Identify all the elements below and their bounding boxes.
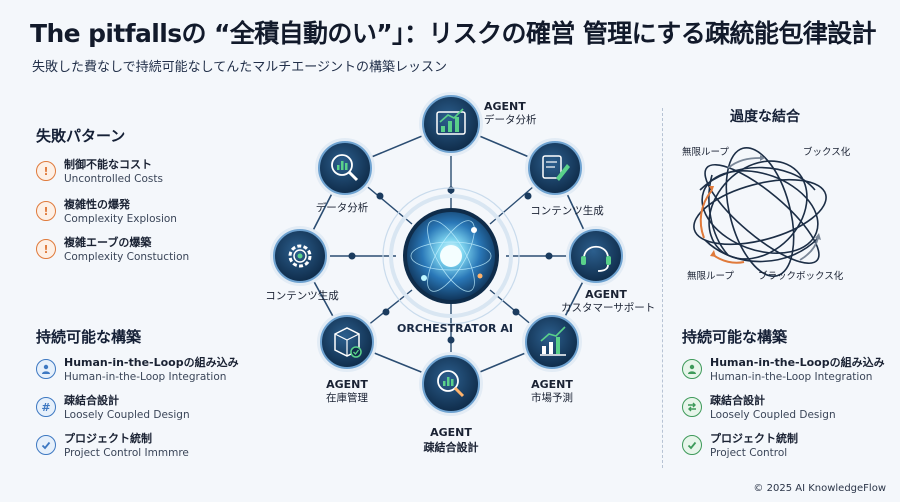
warning-icon: ! bbox=[36, 161, 56, 181]
node-top bbox=[419, 92, 483, 156]
orchestrator-label: ORCHESTRATOR AI bbox=[397, 322, 513, 335]
warning-icon: ! bbox=[36, 201, 56, 221]
failure-jp: 複雑性の爆発 bbox=[64, 198, 130, 211]
tangle-label-tr: ブックス化 bbox=[803, 147, 851, 158]
failure-item: ! 制御不能なコスト Uncontrolled Costs bbox=[36, 158, 163, 186]
sustain-jp: プロジェクト統制 bbox=[710, 432, 798, 445]
failure-item: ! 複雑性の爆発 Complexity Explosion bbox=[36, 198, 177, 226]
sustain-en: Project Control bbox=[710, 447, 788, 459]
loop-arrow-orange bbox=[699, 189, 713, 239]
coupling-title: 過度な結合 bbox=[730, 109, 800, 125]
sustain-jp: 疎結合設計 bbox=[64, 394, 119, 407]
node-upper-left bbox=[315, 138, 375, 198]
failure-en: Uncontrolled Costs bbox=[64, 173, 163, 185]
bar-chart-icon bbox=[436, 108, 466, 135]
warning-icon: ! bbox=[36, 239, 56, 259]
node-lower-left bbox=[317, 312, 377, 372]
node-label-left: コンテンツ生成 bbox=[265, 290, 339, 302]
node-left bbox=[270, 226, 330, 286]
failure-section-title: 失敗パターン bbox=[36, 127, 126, 145]
sustain-item: 疎結合設計 Loosely Coupled Design bbox=[682, 394, 836, 422]
tangle-label-bl: 無限ループ bbox=[687, 271, 734, 282]
tangle-label-tl: 無限ループ bbox=[682, 147, 729, 158]
section-divider bbox=[662, 108, 663, 468]
sustain-item: プロジェクト統制 Project Control Immmre bbox=[36, 432, 189, 460]
sustain-en: Loosely Coupled Design bbox=[710, 409, 836, 421]
node-label-upper-left: データ分析 bbox=[315, 202, 369, 214]
loop-arrow-gray bbox=[799, 237, 819, 261]
check-icon bbox=[36, 435, 56, 455]
copyright: © 2025 AI KnowledgeFlow bbox=[753, 483, 886, 494]
box-icon bbox=[334, 327, 362, 358]
person-icon bbox=[682, 359, 702, 379]
headset-icon bbox=[581, 245, 611, 272]
sustain-item: Human-in-the-Loopの組み込み Human-in-the-Loop… bbox=[36, 356, 239, 384]
sustain-item: Human-in-the-Loopの組み込み Human-in-the-Loop… bbox=[682, 356, 885, 384]
sustain-en: Human-in-the-Loop Integration bbox=[710, 371, 873, 383]
sustain-jp: Human-in-the-Loopの組み込み bbox=[710, 356, 885, 369]
check-icon bbox=[682, 435, 702, 455]
sustain-jp: 疎結合設計 bbox=[710, 394, 765, 407]
sustain-jp: Human-in-the-Loopの組み込み bbox=[64, 356, 239, 369]
failure-item: ! 複雑エーブの爆築 Complexity Constuction bbox=[36, 236, 189, 264]
sustain-section-title-right: 持続可能な構築 bbox=[682, 328, 788, 346]
page-subtitle: 失敗した費なしで持続可能なしてんたマルチエージントの構築レッスン bbox=[32, 60, 447, 75]
node-label-upper-right: コンテンツ生成 bbox=[530, 205, 604, 217]
document-pen-icon bbox=[542, 155, 570, 181]
failure-jp: 複雑エーブの爆築 bbox=[64, 236, 152, 249]
failure-en: Complexity Constuction bbox=[64, 251, 190, 263]
orchestrator-hub bbox=[382, 187, 520, 325]
node-right bbox=[566, 226, 626, 286]
loop-arrow-gray bbox=[727, 157, 761, 169]
page-title: The pitfallsの “全積自動のい”」：リスクの確営 管理にする疎統能包… bbox=[30, 19, 877, 48]
sustain-item: プロジェクト統制 Project Control bbox=[682, 432, 798, 460]
sustain-jp: プロジェクト統制 bbox=[64, 432, 152, 445]
growth-chart-icon bbox=[540, 326, 566, 356]
tangled-coupling-illustration bbox=[693, 146, 827, 278]
tangle-label-br: ブラックボックス化 bbox=[758, 271, 844, 282]
sustain-en: Project Control Immmre bbox=[64, 447, 189, 459]
failure-en: Complexity Explosion bbox=[64, 213, 177, 225]
node-lower-right bbox=[522, 312, 582, 372]
node-upper-right bbox=[525, 138, 585, 198]
sustain-section-title-left: 持続可能な構築 bbox=[36, 328, 142, 346]
node-bottom bbox=[419, 352, 483, 416]
failure-jp: 制御不能なコスト bbox=[64, 158, 152, 171]
swap-arrows-icon bbox=[682, 397, 702, 417]
sustain-item: # 疎結合設計 Loosely Coupled Design bbox=[36, 394, 190, 422]
person-icon bbox=[36, 359, 56, 379]
sustain-en: Human-in-the-Loop Integration bbox=[64, 371, 227, 383]
magnify-chart-icon bbox=[331, 154, 359, 182]
gear-icon bbox=[288, 244, 312, 268]
sustain-en: Loosely Coupled Design bbox=[64, 409, 190, 421]
hash-icon: # bbox=[36, 397, 56, 417]
magnify-chart-icon bbox=[437, 370, 465, 398]
